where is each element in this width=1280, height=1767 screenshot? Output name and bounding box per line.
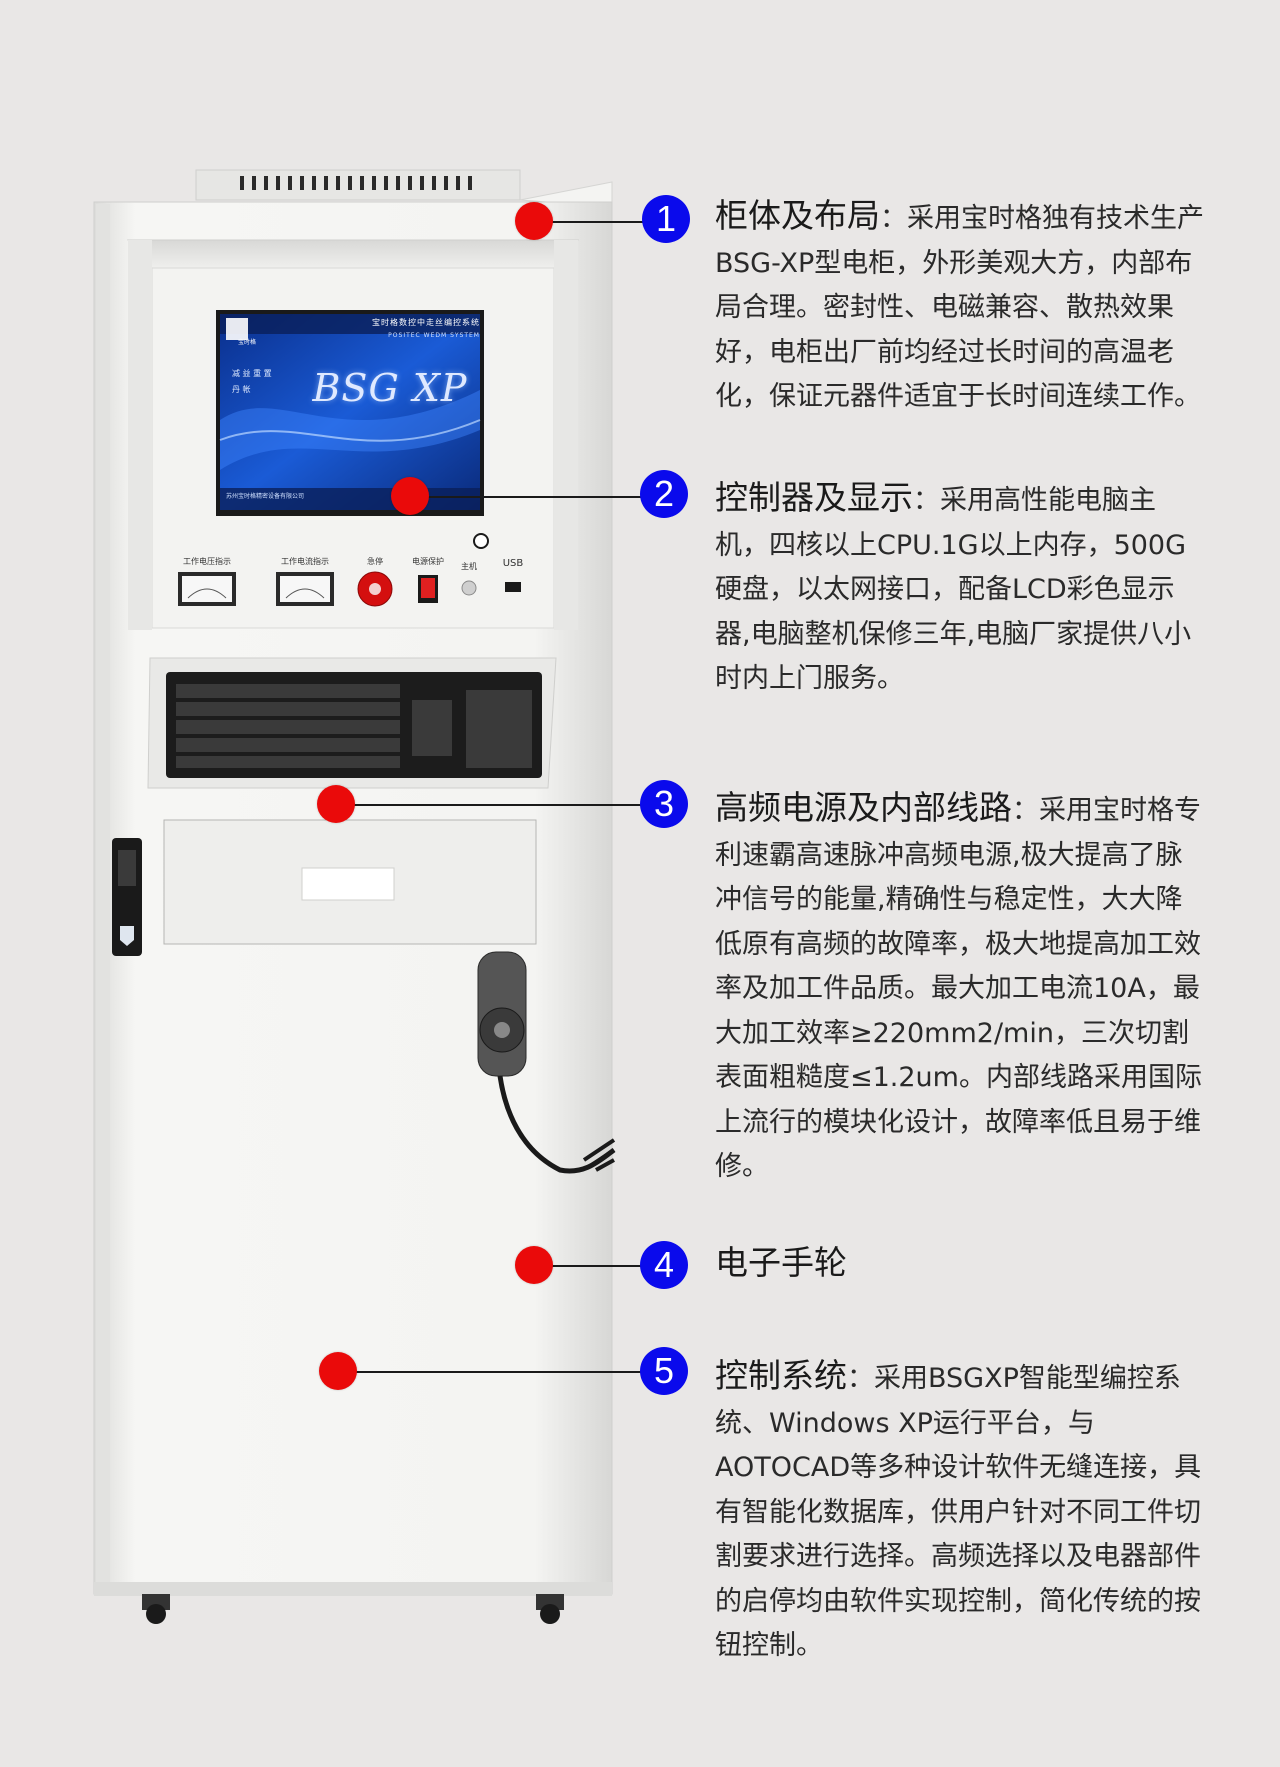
callout-1-text: ：采用宝时格独有技术生产BSG-XP型电柜，外形美观大方，内部布局合理。密封性、… <box>715 203 1204 412</box>
callout-5-text: ：采用BSGXP智能型编控系统、Windows XP运行平台，与AOTOCAD等… <box>715 1363 1202 1661</box>
host-label: 主机 <box>461 562 477 571</box>
marker-dot-2 <box>391 477 429 515</box>
estop-label: 急停 <box>367 557 383 566</box>
callout-1-title: 柜体及布局 <box>715 196 880 235</box>
callout-3-title: 高频电源及内部线路 <box>715 788 1012 827</box>
leader-line-1 <box>534 221 666 223</box>
leader-line-4 <box>534 1265 664 1267</box>
leader-line-3 <box>336 804 664 806</box>
callout-4-title: 电子手轮 <box>715 1243 847 1282</box>
marker-dot-3 <box>317 785 355 823</box>
marker-dot-5 <box>319 1352 357 1390</box>
number-badge-5: 5 <box>640 1347 688 1395</box>
screen-brand: 宝时格 <box>238 339 257 346</box>
usb-label: USB <box>502 558 524 569</box>
number-badge-4: 4 <box>640 1241 688 1289</box>
leader-line-5 <box>338 1371 664 1373</box>
screen-subtitle: POSITEC WEDM SYSTEM <box>388 332 480 339</box>
screen-menu-line-1: 减 益 重 置 <box>232 369 272 378</box>
callout-4-description: 电子手轮 <box>715 1241 1205 1289</box>
screen-footer: 苏州宝时格精密设备有限公司 <box>226 493 305 500</box>
callout-3-description: 高频电源及内部线路：采用宝时格专利速霸高速脉冲高频电源,极大提高了脉冲信号的能量… <box>715 786 1205 1190</box>
number-badge-3: 3 <box>640 780 688 828</box>
callout-5-description: 控制系统：采用BSGXP智能型编控系统、Windows XP运行平台，与AOTO… <box>715 1354 1205 1669</box>
callout-5-title: 控制系统 <box>715 1356 847 1395</box>
meter-1-label: 工作电压指示 <box>183 557 231 566</box>
meter-2-label: 工作电流指示 <box>281 557 329 566</box>
marker-dot-1 <box>515 202 553 240</box>
screen-menu: 减 益 重 置 丹 帐 <box>232 366 272 398</box>
callout-3-text: ：采用宝时格专利速霸高速脉冲高频电源,极大提高了脉冲信号的能量,精确性与稳定性，… <box>715 795 1202 1182</box>
number-badge-2: 2 <box>640 470 688 518</box>
callout-1-description: 柜体及布局：采用宝时格独有技术生产BSG-XP型电柜，外形美观大方，内部布局合理… <box>715 194 1205 420</box>
leader-line-2 <box>410 496 664 498</box>
number-badge-1: 1 <box>642 195 690 243</box>
marker-dot-4 <box>515 1246 553 1284</box>
callout-2-title: 控制器及显示 <box>715 478 913 517</box>
screen-menu-line-2: 丹 帐 <box>232 385 251 394</box>
callout-2-text: ：采用高性能电脑主机，四核以上CPU.1G以上内存，500G硬盘，以太网接口，配… <box>715 485 1192 694</box>
screen-title: BSG XP <box>312 366 468 410</box>
callout-2-description: 控制器及显示：采用高性能电脑主机，四核以上CPU.1G以上内存，500G硬盘，以… <box>715 476 1205 702</box>
screen-header-text: 宝时格数控中走丝编控系统 <box>372 318 480 327</box>
power-label: 电源保护 <box>412 557 444 566</box>
